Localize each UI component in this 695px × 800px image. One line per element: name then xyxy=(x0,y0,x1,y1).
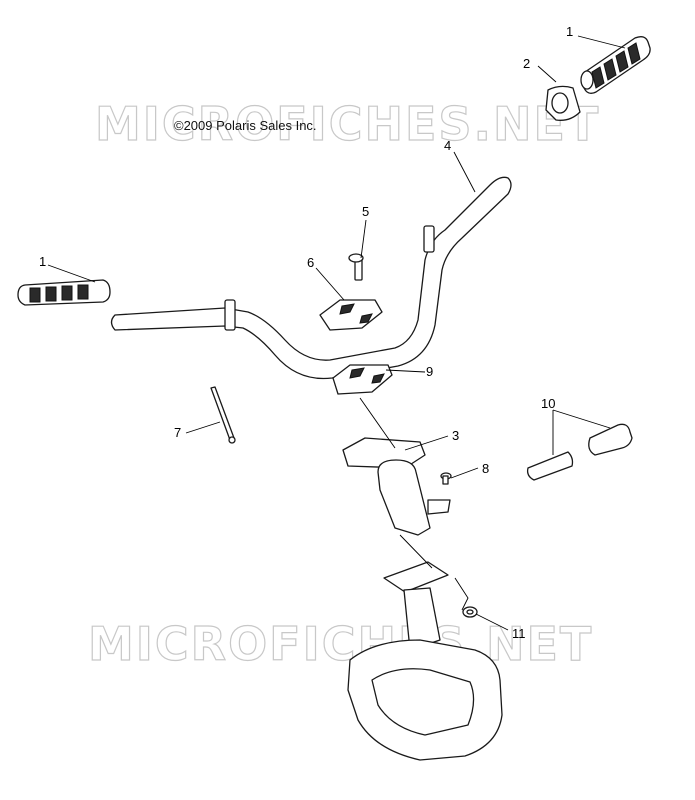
nut-part[interactable] xyxy=(462,606,478,618)
mount-bracket-part[interactable] xyxy=(342,437,451,536)
callout-label: 3 xyxy=(452,428,459,443)
callout-label: 9 xyxy=(426,364,433,379)
sleeve-part[interactable] xyxy=(526,423,633,481)
lower-clamp-part[interactable] xyxy=(332,364,393,395)
grip-part-top-right[interactable] xyxy=(580,36,651,94)
callout-label: 6 xyxy=(307,255,314,270)
rod-part[interactable] xyxy=(210,386,236,444)
callout-label: 2 xyxy=(523,56,530,71)
fuel-tank-housing xyxy=(347,561,503,761)
grip-plug-part[interactable] xyxy=(545,85,581,121)
callout-label: 7 xyxy=(174,425,181,440)
handlebar-part[interactable] xyxy=(110,176,512,380)
screw-part[interactable] xyxy=(440,472,452,485)
bolt-part[interactable] xyxy=(348,253,364,281)
copyright-text: ©2009 Polaris Sales Inc. xyxy=(174,118,317,133)
callout-label: 8 xyxy=(482,461,489,476)
callout-label: 5 xyxy=(362,204,369,219)
callout-label: 4 xyxy=(444,138,451,153)
upper-clamp-part[interactable] xyxy=(319,299,383,331)
callout-label: 11 xyxy=(512,626,526,641)
watermark-bottom: MICROFICHES.NET xyxy=(88,617,593,671)
callout-label: 1 xyxy=(566,24,573,39)
callout-label: 10 xyxy=(541,396,555,411)
callout-label: 1 xyxy=(39,254,46,269)
leader-lines xyxy=(47,35,626,631)
watermark-top: MICROFICHES.NET xyxy=(95,97,600,151)
grip-part-left[interactable] xyxy=(17,279,111,306)
